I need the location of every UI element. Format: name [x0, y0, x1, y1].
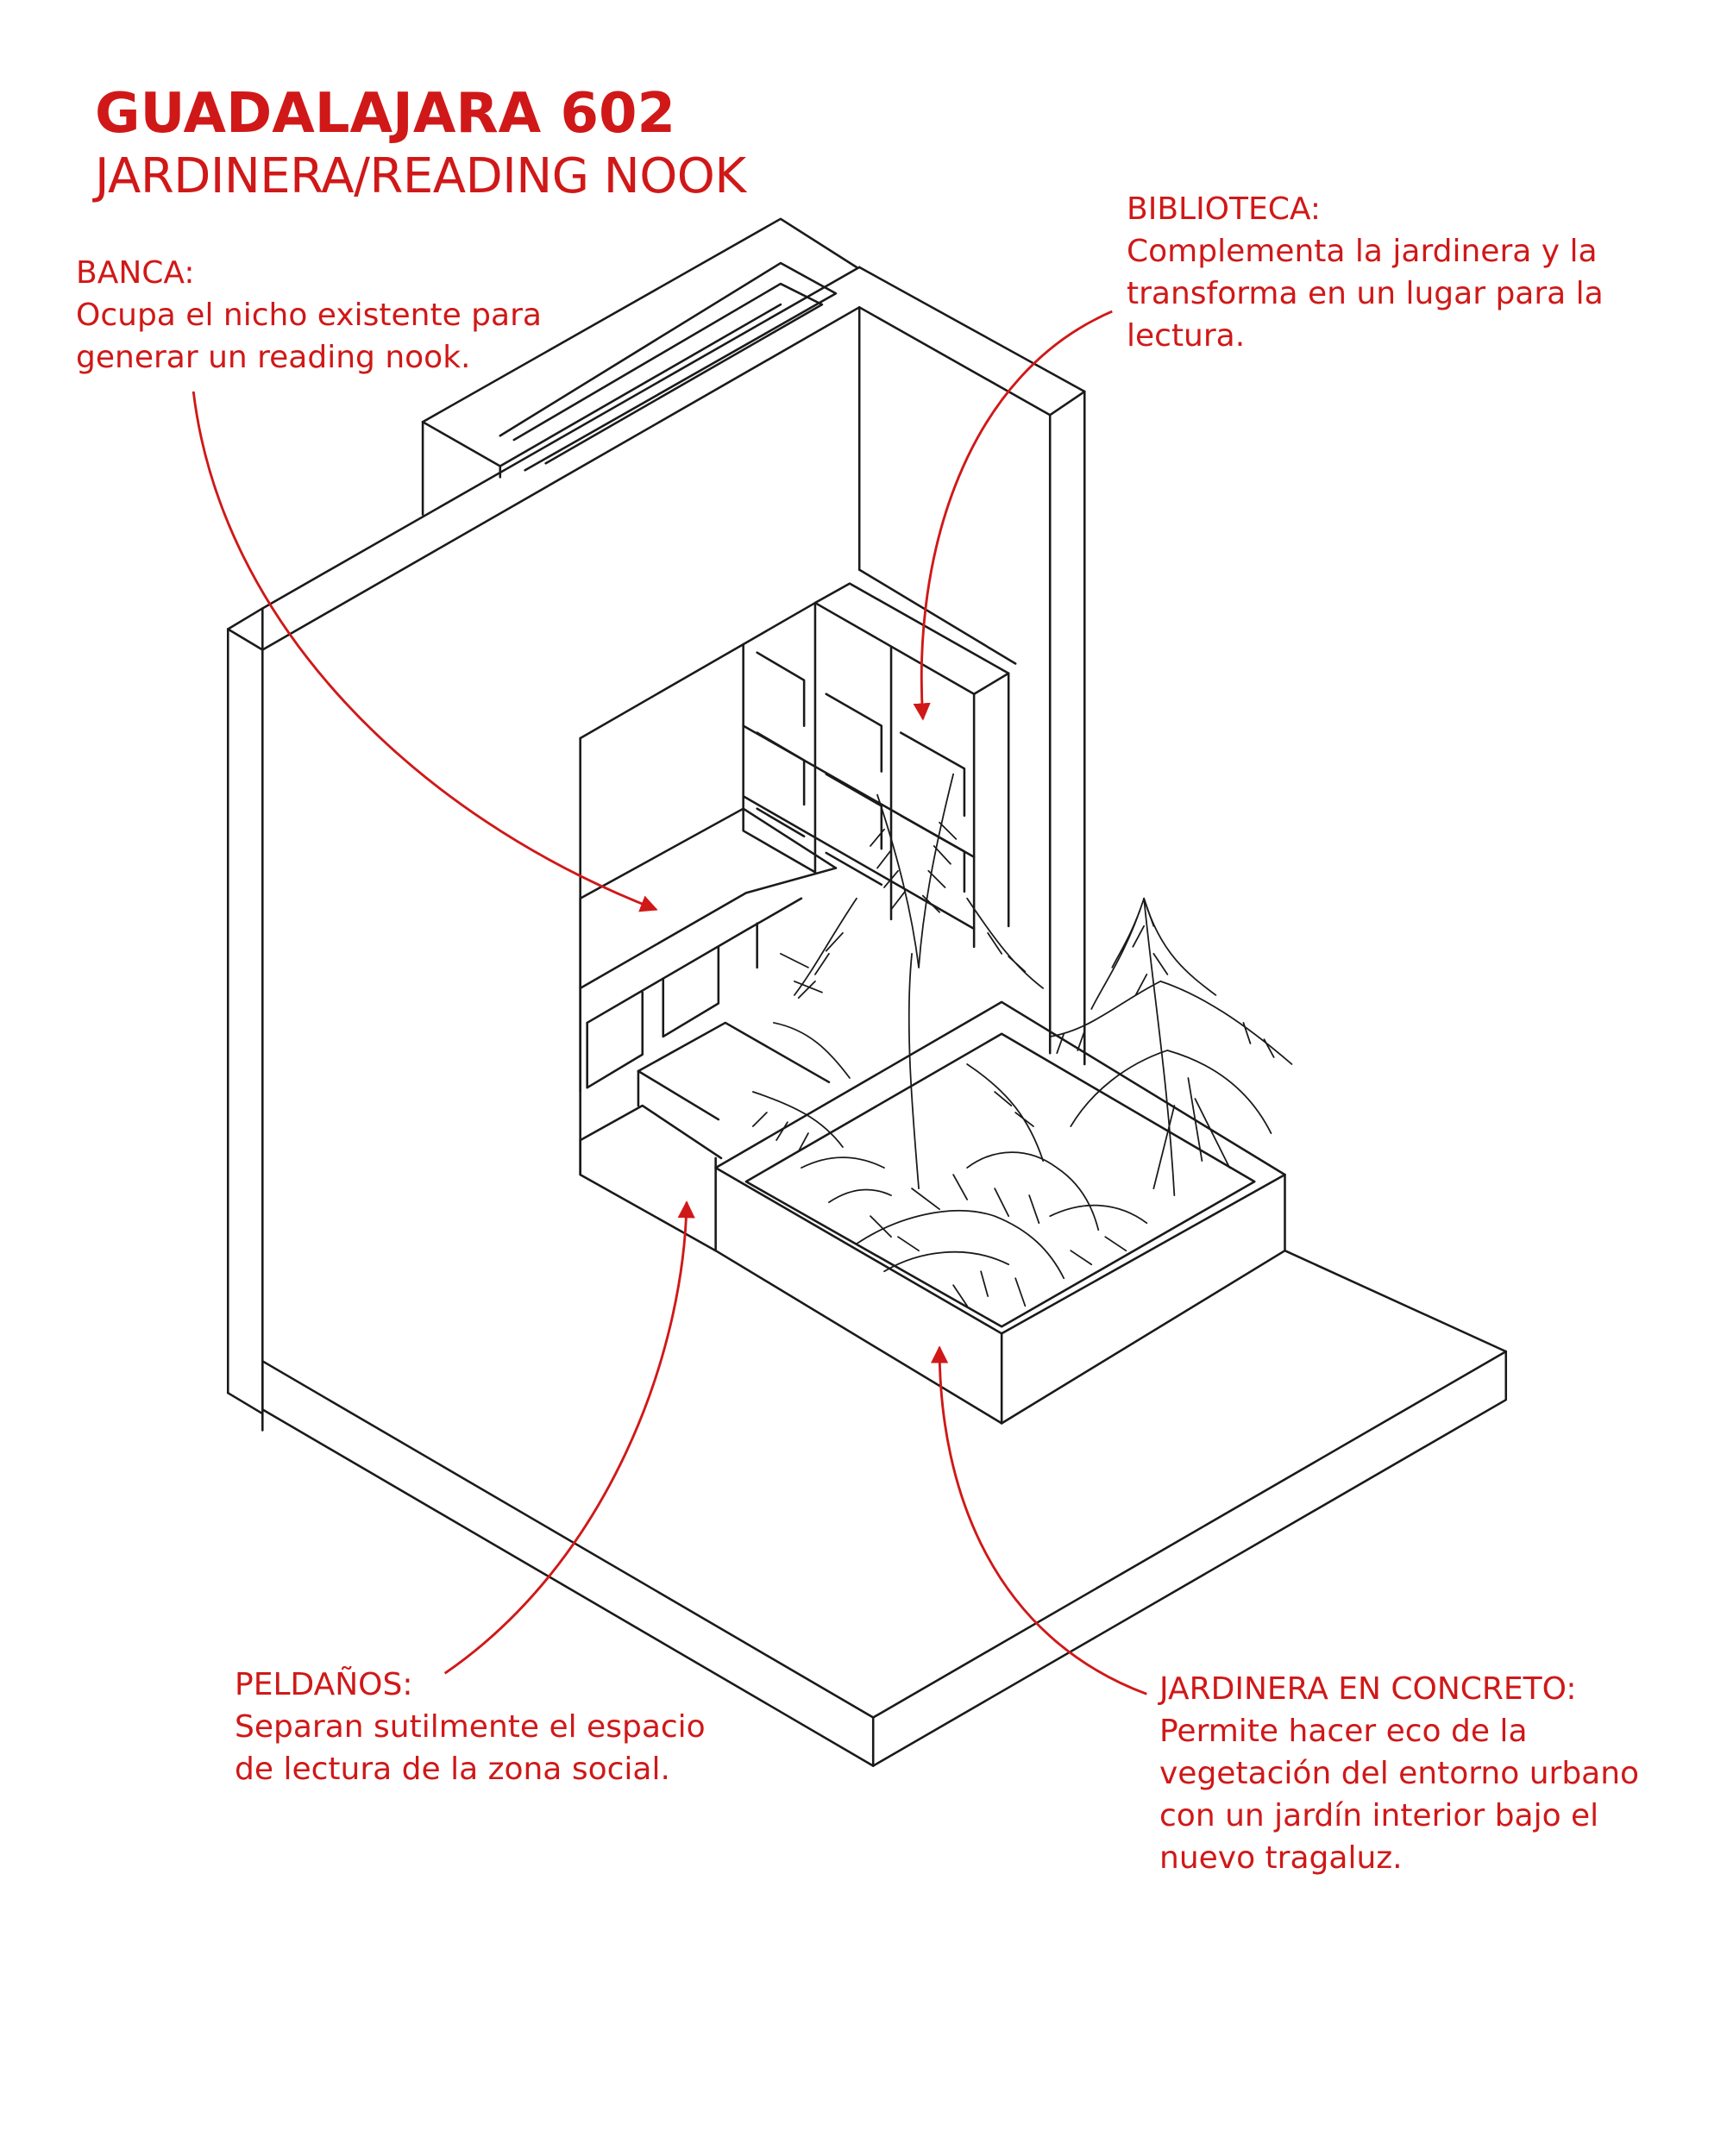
fern-plants — [751, 773, 1045, 1190]
page-subtitle: JARDINERA/READING NOOK — [95, 148, 746, 204]
annotation-line: de lectura de la zona social. — [235, 1752, 670, 1787]
annotation-peldanos: PELDAÑOS: Separan sutilmente el espacio … — [235, 1664, 706, 1790]
annotation-banca: BANCA: Ocupa el nicho existente para gen… — [76, 252, 542, 379]
arrow-banca — [192, 391, 658, 912]
annotation-line: Complementa la jardinera y la — [1127, 234, 1598, 269]
bench — [579, 807, 838, 1094]
annotation-jardinera: JARDINERA EN CONCRETO: Permite hacer eco… — [1159, 1668, 1639, 1879]
annotation-heading: PELDAÑOS: — [235, 1667, 413, 1702]
arrow-biblioteca — [913, 310, 1113, 721]
arrow-peldanos — [443, 1200, 695, 1675]
planter-vegetation — [751, 773, 1293, 1307]
annotation-line: nuevo tragaluz. — [1159, 1840, 1403, 1876]
architecture-lines — [226, 217, 1508, 1767]
floor-slab — [261, 1249, 1508, 1767]
annotation-line: Separan sutilmente el espacio — [235, 1709, 706, 1745]
ground-foliage — [801, 1151, 1148, 1307]
palm-plant — [1049, 897, 1293, 1197]
annotation-biblioteca: BIBLIOTECA: Complementa la jardinera y l… — [1127, 188, 1604, 357]
page-title: GUADALAJARA 602 — [95, 82, 676, 146]
annotation-line: transforma en un lugar para la — [1127, 276, 1604, 311]
annotation-heading: BANCA: — [76, 255, 195, 291]
annotation-line: vegetación del entorno urbano — [1159, 1756, 1640, 1791]
annotation-heading: BIBLIOTECA: — [1127, 191, 1322, 227]
arrow-jardinera — [931, 1345, 1147, 1695]
skylight-niche — [421, 217, 858, 516]
left-wall — [226, 266, 861, 1432]
annotation-heading: JARDINERA EN CONCRETO: — [1159, 1671, 1577, 1707]
reading-nook-niche — [579, 568, 1017, 1176]
annotation-line: Permite hacer eco de la — [1159, 1714, 1528, 1749]
annotation-line: con un jardín interior bajo el — [1159, 1798, 1599, 1833]
concrete-planter — [714, 1000, 1286, 1425]
annotation-line: lectura. — [1127, 318, 1246, 354]
steps — [579, 1021, 831, 1252]
bookshelf — [742, 582, 1010, 949]
back-wall — [857, 266, 1086, 1066]
annotation-line: Ocupa el nicho existente para — [76, 298, 542, 333]
annotation-line: generar un reading nook. — [76, 340, 471, 375]
annotation-arrows — [192, 310, 1147, 1695]
